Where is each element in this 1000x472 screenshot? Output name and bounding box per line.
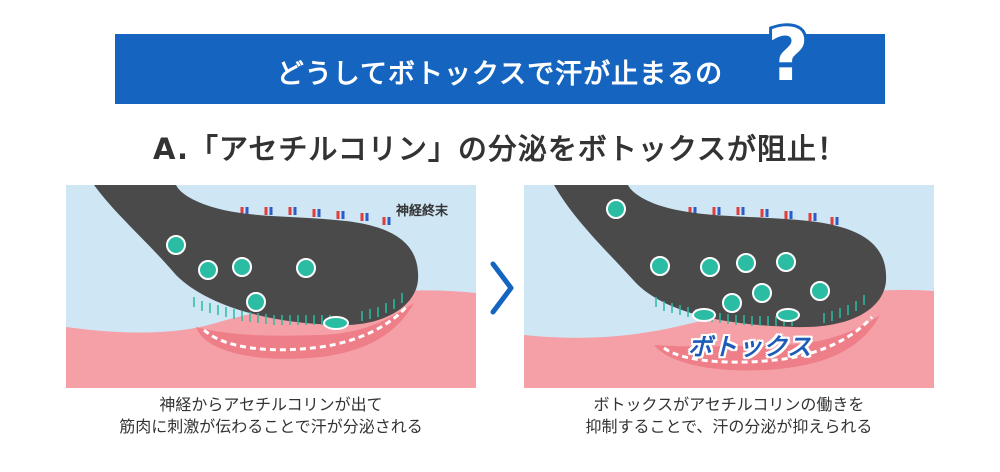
chevron-right-icon	[487, 258, 517, 318]
normal-state-caption: 神経からアセチルコリンが出て 筋肉に刺激が伝わることで汗が分泌される	[41, 394, 501, 438]
normal-caption-line2: 筋肉に刺激が伝わることで汗が分泌される	[119, 417, 423, 436]
botox-state-panel: ボトックス	[524, 185, 934, 388]
question-title: どうしてボトックスで汗が止まるの	[276, 59, 724, 90]
normal-caption-line1: 神経からアセチルコリンが出て	[159, 395, 383, 414]
botox-state-illustration	[524, 185, 934, 388]
answer-title: A.「アセチルコリン」の分泌をボトックスが阻止！	[153, 132, 847, 166]
question-banner: どうしてボトックスで汗が止まるの	[115, 34, 885, 104]
botox-caption-line1: ボトックスがアセチルコリンの働きを	[593, 395, 865, 414]
normal-state-illustration	[66, 185, 476, 388]
botox-caption-line2: 抑制することで、汗の分泌が抑えられる	[585, 417, 873, 436]
normal-state-panel: 神経終末	[66, 185, 476, 388]
botox-state-caption: ボトックスがアセチルコリンの働きを 抑制することで、汗の分泌が抑えられる	[499, 394, 959, 438]
botox-label: ボトックス	[688, 333, 813, 361]
nerve-terminal-label: 神経終末	[396, 204, 449, 219]
question-mark-icon: ?	[760, 10, 816, 100]
svg-text:?: ?	[767, 14, 809, 92]
